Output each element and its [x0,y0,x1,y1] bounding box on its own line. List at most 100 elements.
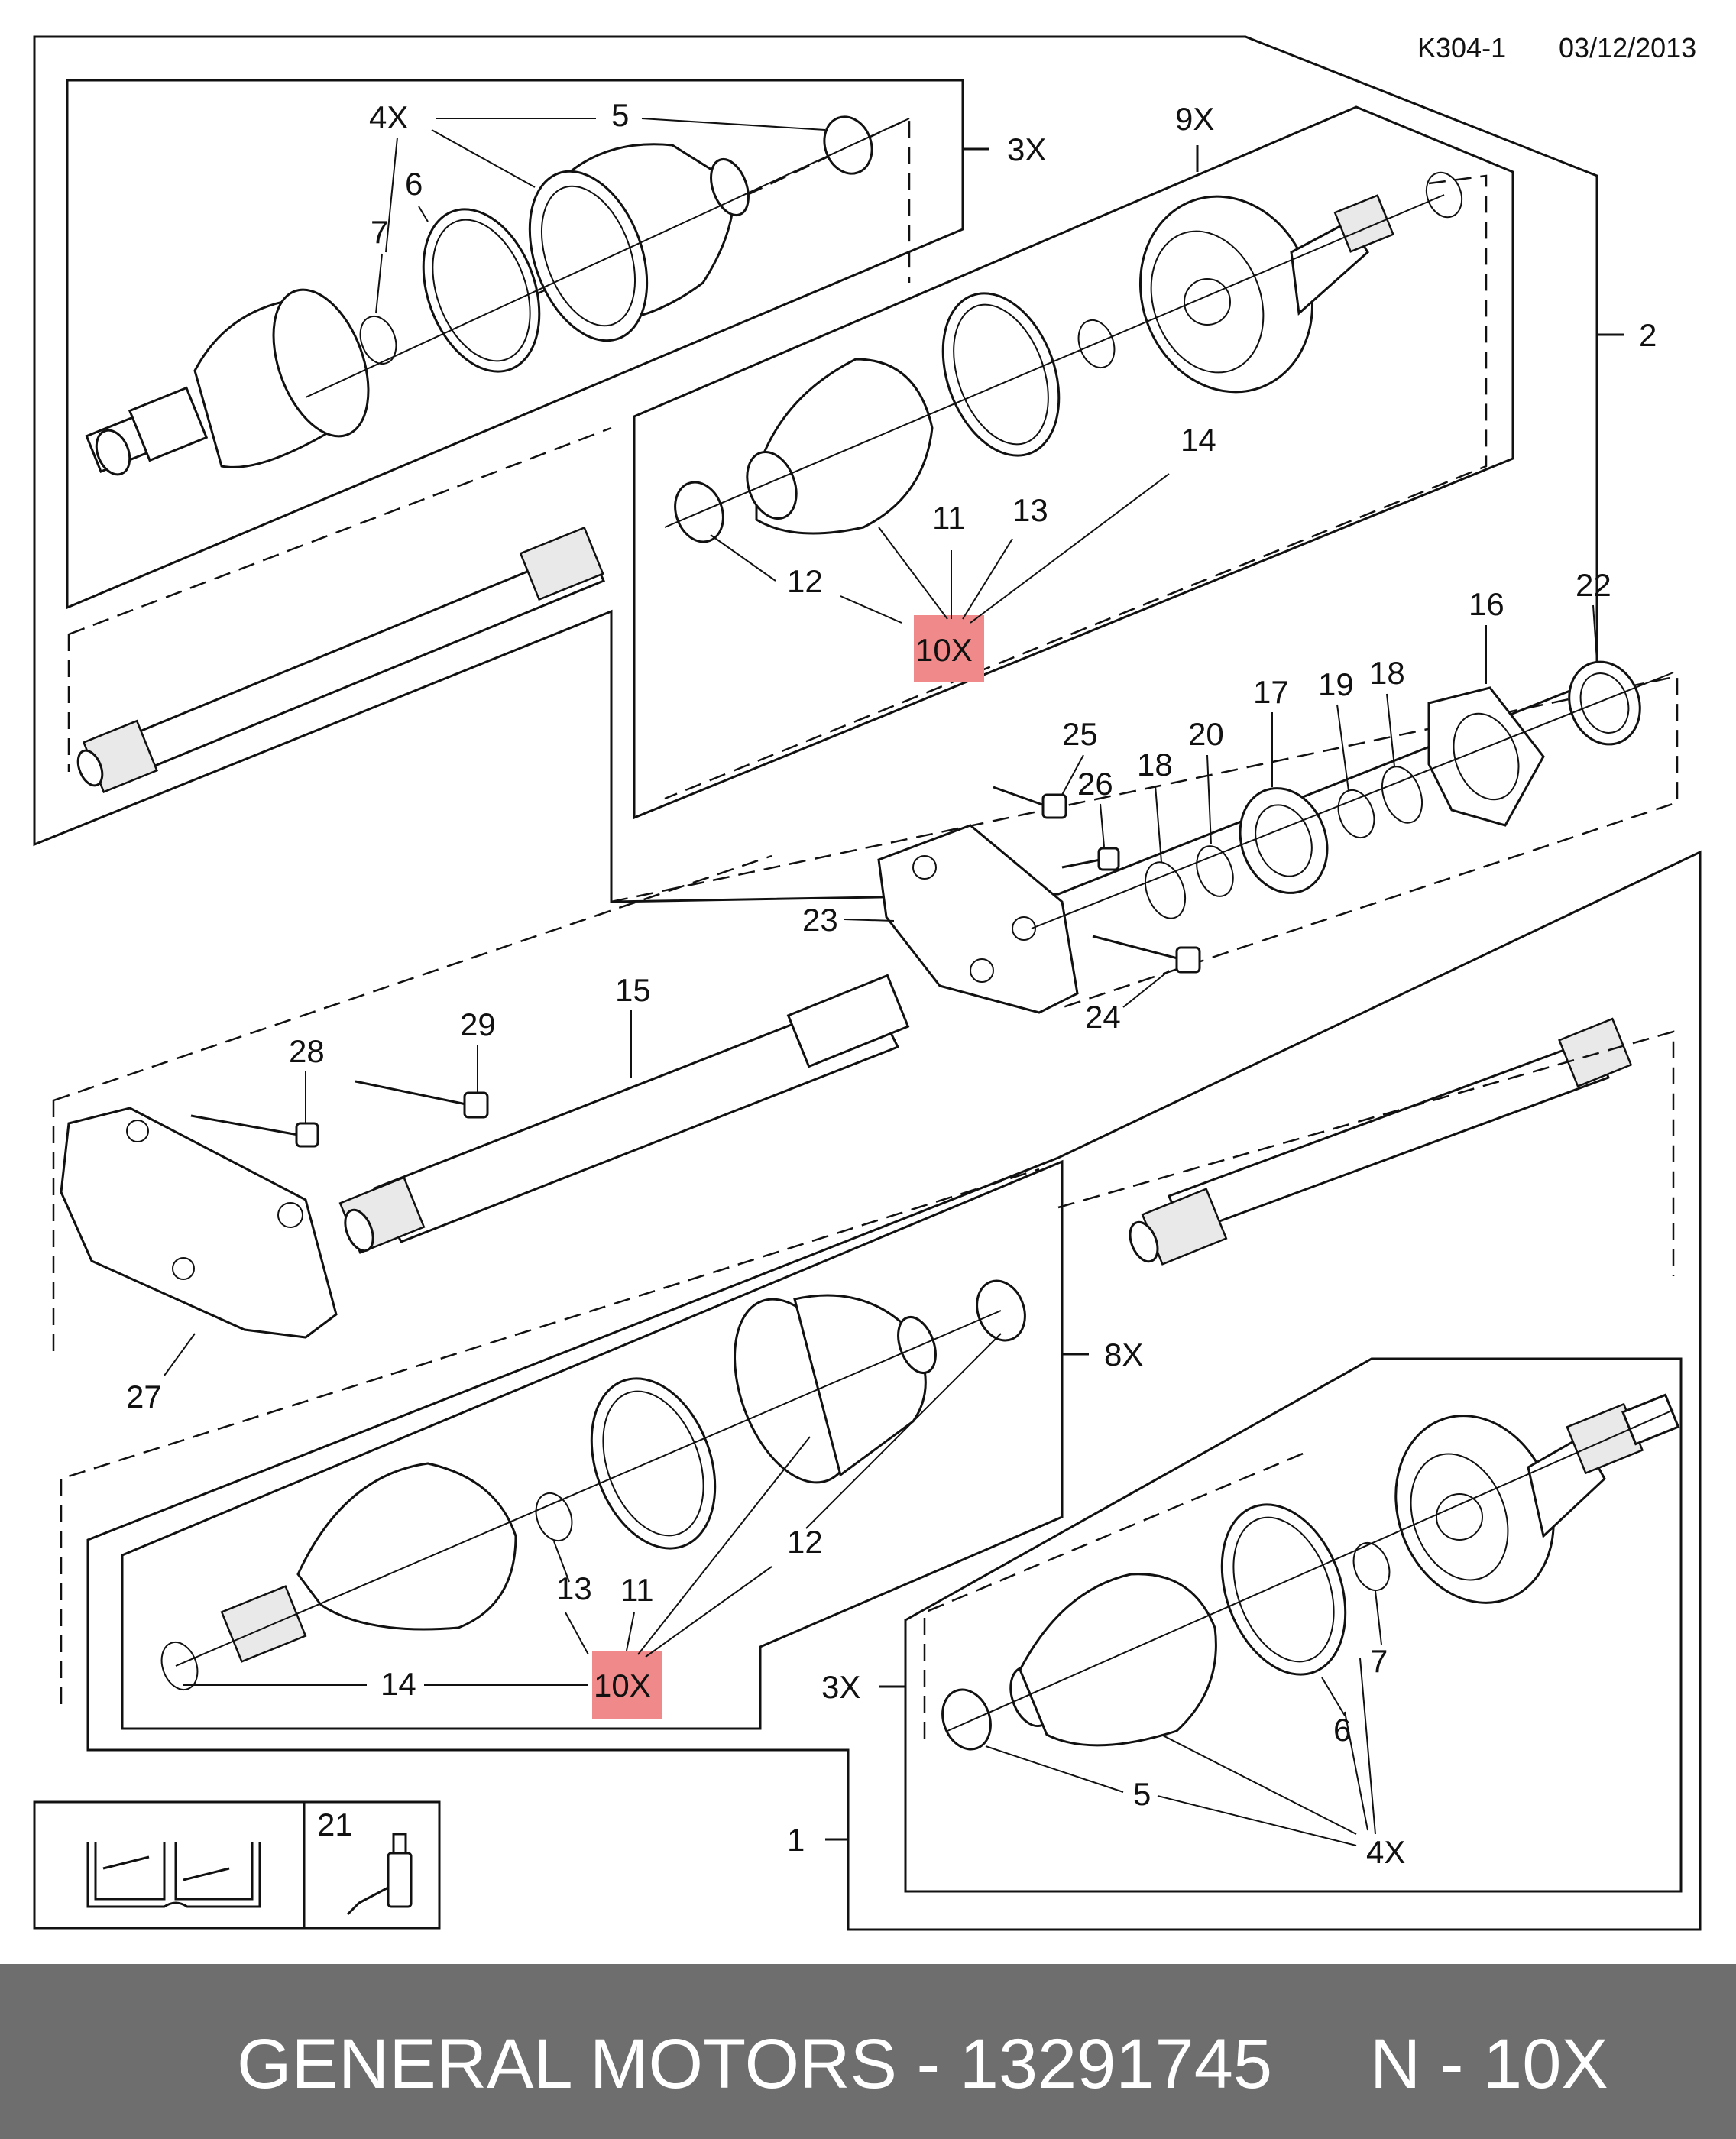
clip-7-bottom [1352,1542,1391,1591]
leader-22 [1592,604,1598,662]
label-4x-bottom: 4X [1366,1834,1405,1870]
leader-25 [1061,754,1084,796]
clamp-6-top-inner [432,219,531,362]
leader-10x-14 [970,473,1170,624]
leader-10x-13-bottom [565,1612,589,1655]
leader-23 [844,919,895,922]
bolt-26 [1061,847,1120,871]
label-27: 27 [126,1379,162,1415]
leader-5-4x [1157,1795,1357,1846]
label-16: 16 [1469,586,1504,622]
leader-18-a [1155,785,1162,863]
highlight-10x-top [914,615,984,682]
label-29: 29 [460,1006,496,1042]
label-26: 26 [1077,766,1113,802]
label-23: 23 [802,902,838,938]
label-18-a: 18 [1137,747,1173,783]
label-21: 21 [317,1807,353,1842]
leader-12-clamp [710,534,776,582]
diagram-date: 03/12/2013 [1559,32,1696,63]
bolt-29 [355,1080,489,1119]
label-9x: 9X [1175,101,1214,137]
leader-10x-11-bottom [626,1612,635,1651]
label-4x-top: 4X [369,99,408,135]
dashed-mid-left [53,854,772,1102]
shaft-bottom [1129,1017,1633,1266]
label-14-top: 14 [1181,422,1216,458]
boot-bottom-outer [1009,1573,1217,1747]
label-25: 25 [1062,716,1098,752]
frame-kit-8x [121,1159,1064,1730]
leader-4x-boot [431,129,536,188]
dashed-bearing [611,675,1679,1010]
dashed-kit-3x-bottom [923,1450,1307,1739]
clamp-11-top-inner [953,303,1049,446]
leader-4x-clip [385,137,398,253]
label-7-top: 7 [371,214,388,250]
label-3x-top: 3X [1007,131,1046,167]
label-20: 20 [1188,716,1224,752]
leader-10x-12-bottom [645,1566,772,1658]
label-5-top: 5 [611,97,629,133]
label-22: 22 [1576,567,1611,603]
label-6-top: 6 [405,166,423,202]
frame-assembly-1 [86,850,1702,1931]
leader-19 [1336,704,1349,792]
frame-kit-3x-top [66,79,964,610]
frame-kit-9x [633,105,1514,820]
axis-line-9x [664,194,1445,528]
label-7-bottom: 7 [1370,1643,1388,1679]
clamp-5-top [823,115,873,175]
label-2: 2 [1639,317,1657,353]
dashed-kit-8x [60,1168,1040,1704]
label-11-bottom: 11 [620,1572,654,1608]
label-24: 24 [1085,999,1121,1035]
wrench-book-icon [86,1842,261,1908]
leader-4x-7 [1359,1658,1376,1835]
housing-27 [60,1107,338,1339]
bracket-23 [877,824,1079,1014]
leader-20 [1206,754,1212,845]
leader-27 [164,1333,196,1376]
seal-22-inner [1579,672,1630,734]
bearing-17-inner [1255,804,1313,877]
axis-line-bearing [1031,672,1674,929]
label-18-b: 18 [1369,655,1405,691]
clamp-6-bottom-inner [1232,1516,1335,1663]
leader-12-clamp-bottom [805,1333,1002,1529]
axis-line-top [305,118,910,398]
leader-24 [1122,970,1170,1008]
label-8x: 8X [1104,1337,1143,1373]
label-15: 15 [615,972,651,1008]
label-10x-top: 10X [915,632,973,668]
label-14-bottom: 14 [381,1666,416,1702]
leader-5-clamp [641,118,826,131]
leader-6 [418,206,429,222]
leader-10x-13 [962,538,1013,620]
frame-kit-3x-bottom [904,1357,1683,1893]
label-10x-bottom: 10X [594,1667,651,1703]
clamp-5-bottom [941,1688,992,1751]
label-11-top: 11 [932,500,966,536]
leader-4x-boot-bottom [1161,1734,1357,1835]
outer-cv-joint-top [85,288,370,476]
clip-14-top [1425,171,1463,219]
info-box [33,1800,441,1930]
clip-14-bottom [160,1642,199,1690]
bolt-24 [1092,935,1201,974]
dashed-kit-9x [664,174,1488,800]
dashed-shaft-bottom [1057,1030,1675,1276]
boot-9x [746,358,934,535]
inner-joint-bottom [220,1462,517,1663]
label-3x-bottom: 3X [821,1669,860,1705]
label-28: 28 [289,1033,325,1069]
leader-5-clamp-bottom [985,1745,1124,1793]
boot-top [528,143,750,342]
leader-18-b [1386,693,1395,767]
ring-18-b [1381,766,1423,824]
seal-22 [1568,660,1641,746]
ring-19 [1337,789,1375,838]
leader-26 [1100,803,1105,847]
label-12-top: 12 [787,563,823,599]
